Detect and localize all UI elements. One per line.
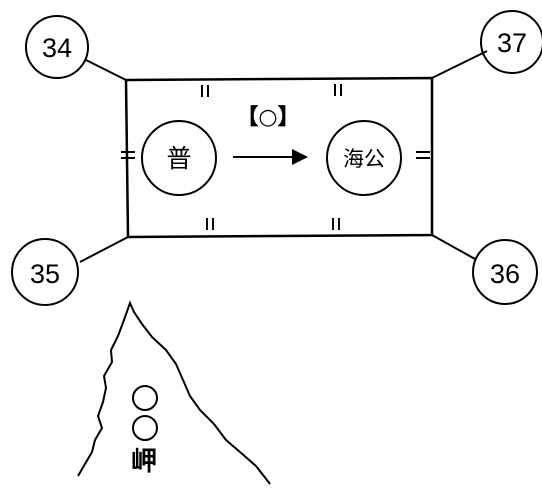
tick-marks [121,84,430,230]
corner-number-34: 34 [42,33,72,63]
cape-label: 岬 [131,447,157,477]
node-left-label: 普 [166,144,191,173]
cape-blank-circle-2: ○ [132,415,158,441]
direction-arrow [233,149,308,165]
corner-circle-35: 35 [11,238,79,306]
corner-circle-34: 34 [25,15,89,79]
corner-circle-37: 37 [480,10,542,74]
connector-top-right [431,50,488,79]
connector-bottom-left [79,236,129,263]
corner-number-36: 36 [490,259,520,289]
connector-top-left [85,59,127,81]
cape-blank-circle-1: ○ [132,385,158,411]
corner-number-37: 37 [497,28,527,58]
node-left: 普 [141,120,217,196]
corner-connectors [79,50,488,263]
main-rectangle [124,76,434,239]
corner-number-35: 35 [30,259,60,289]
connector-bottom-right [431,234,476,260]
cape-outline [77,300,271,485]
node-right-label: 海公 [343,147,385,171]
corner-circle-36: 36 [472,239,538,305]
question-label: 【○】 [236,105,299,130]
node-right: 海公 [326,120,402,196]
